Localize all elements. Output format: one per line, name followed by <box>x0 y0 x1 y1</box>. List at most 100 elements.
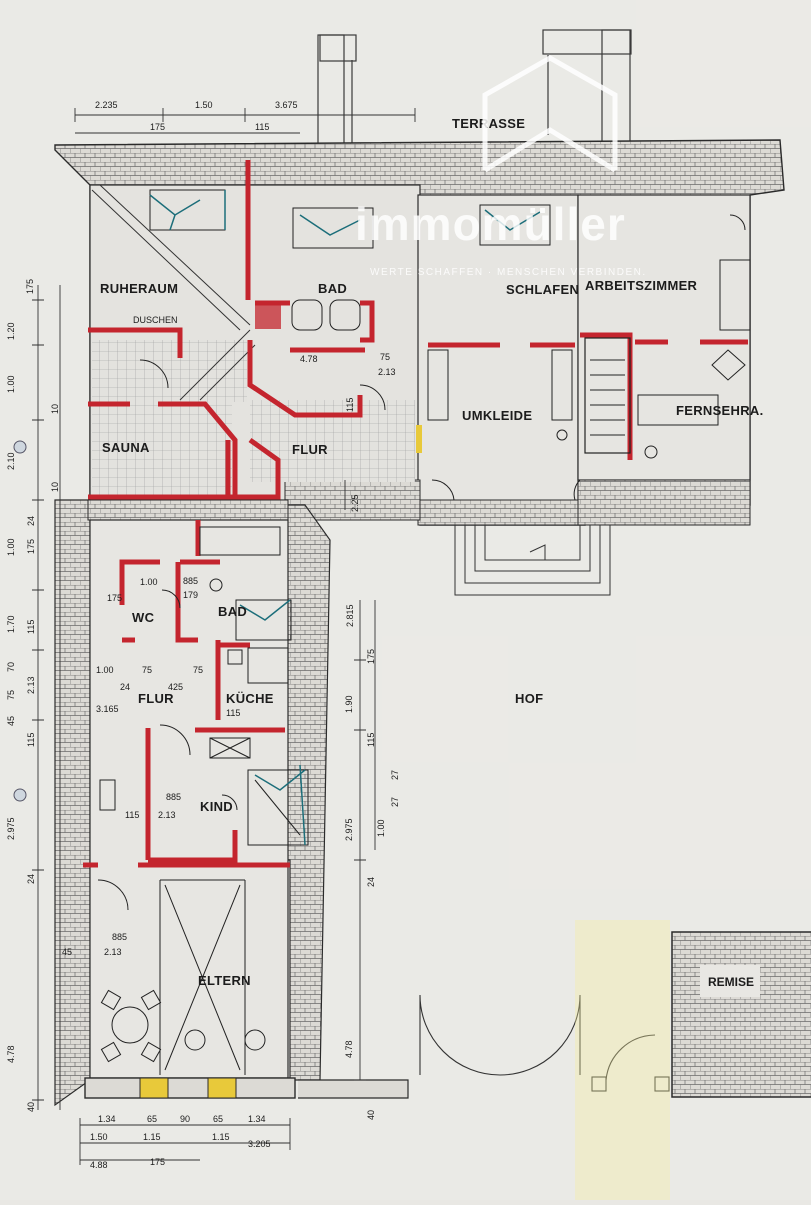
dim-label: 1.00 <box>376 819 386 837</box>
courtyard-gate <box>419 994 670 1092</box>
window-sketches-lower <box>239 599 306 846</box>
dim-label: 2.13 <box>158 810 176 820</box>
room-label-terrasse: TERRASSE <box>452 116 525 131</box>
room-label-eltern: ELTERN <box>198 973 251 988</box>
dim-label: 27 <box>390 797 400 807</box>
dim-label: 45 <box>6 716 16 726</box>
dim-label: 2.13 <box>104 947 122 957</box>
dim-label: 24 <box>26 874 36 884</box>
dim-label: 3.675 <box>275 100 298 110</box>
dim-label: 175 <box>150 1157 165 1167</box>
room-label-arbeitszimmer: ARBEITSZIMMER <box>585 278 698 293</box>
dim-label: 1.00 <box>6 538 16 556</box>
dim-label: 179 <box>183 590 198 600</box>
dim-label: 4.78 <box>344 1040 354 1058</box>
dim-label: 3.165 <box>96 704 119 714</box>
dim-label: 75 <box>142 665 152 675</box>
room-label-bad-small: BAD <box>218 604 247 619</box>
dim-label: 40 <box>26 1102 36 1112</box>
dim-label: 885 <box>112 932 127 942</box>
dim-label: 10 <box>50 482 60 492</box>
dim-label: 115 <box>345 398 355 412</box>
dim-label: 65 <box>147 1114 157 1124</box>
room-label-fernsehra: FERNSEHRA. <box>676 403 764 418</box>
dim-label: 115 <box>366 733 376 747</box>
remise-building <box>671 931 811 1098</box>
dim-label: 24 <box>366 877 376 887</box>
door-mark-yellow <box>416 425 422 453</box>
dim-label: 115 <box>226 708 240 718</box>
dim-label: 175 <box>25 279 35 294</box>
room-label-umkleide: UMKLEIDE <box>462 408 532 423</box>
dim-label: 1.70 <box>6 615 16 633</box>
dim-label: 4.88 <box>90 1160 108 1170</box>
diagonal-lines <box>91 184 256 401</box>
dim-label: 45 <box>62 947 72 957</box>
dim-label: 115 <box>26 733 36 747</box>
dim-label: 1.50 <box>90 1132 108 1142</box>
dim-label: 1.15 <box>143 1132 161 1142</box>
dim-label: 2.25 <box>350 494 360 512</box>
dim-label: 885 <box>183 576 198 586</box>
dim-label: 2.10 <box>6 452 16 470</box>
dim-label: 2.815 <box>345 604 355 627</box>
dim-label: 2.975 <box>6 817 16 840</box>
dimension-texts: 2.235 1.50 3.675 175 115 175 1.20 1.00 1… <box>6 100 400 1170</box>
dim-label: 1.34 <box>98 1114 116 1124</box>
room-label-flur-top: FLUR <box>292 442 328 457</box>
room-label-duschen: DUSCHEN <box>133 315 178 325</box>
dimension-lines <box>32 108 416 1165</box>
dim-label: 27 <box>390 770 400 780</box>
room-label-ruheraum: RUHERAUM <box>100 281 178 296</box>
dim-label: 2.13 <box>378 367 396 377</box>
dim-label: 4.78 <box>300 354 318 364</box>
room-label-flur-bottom: FLUR <box>138 691 174 706</box>
dim-label: 40 <box>366 1110 376 1120</box>
dim-label: 425 <box>168 682 183 692</box>
room-label-kuche: KÜCHE <box>226 691 274 706</box>
dim-label: 1.34 <box>248 1114 266 1124</box>
room-label-schlafen: SCHLAFEN <box>506 282 579 297</box>
room-label-bad-top: BAD <box>318 281 347 296</box>
dim-label: 1.50 <box>195 100 213 110</box>
room-label-wc: WC <box>132 610 155 625</box>
dim-label: 75 <box>193 665 203 675</box>
watermark-brand: immomüller <box>355 198 626 250</box>
dim-label: 175 <box>150 122 165 132</box>
dim-label: 65 <box>213 1114 223 1124</box>
dim-label: 115 <box>26 620 36 634</box>
dim-label: 175 <box>26 539 36 554</box>
dim-label: 175 <box>366 649 376 664</box>
room-label-sauna: SAUNA <box>102 440 150 455</box>
fixtures-upper <box>139 189 751 501</box>
dim-label: 10 <box>50 404 60 414</box>
highlight-strip <box>575 920 670 1200</box>
room-label-kind: KIND <box>200 799 233 814</box>
dim-label: 2.13 <box>26 676 36 694</box>
dim-label: 75 <box>6 690 16 700</box>
walls-lower <box>83 520 290 868</box>
dim-label: 1.00 <box>96 665 114 675</box>
bad-fixture-red <box>255 303 281 329</box>
room-label-remise: REMISE <box>708 975 754 989</box>
dim-label: 2.235 <box>95 100 118 110</box>
dim-label: 1.00 <box>6 375 16 393</box>
watermark: immomüller WERTE SCHAFFEN · MENSCHEN VER… <box>355 55 647 278</box>
dim-label: 115 <box>255 122 269 132</box>
dim-label: 885 <box>166 792 181 802</box>
binder-holes <box>13 440 27 802</box>
dim-label: 24 <box>26 516 36 526</box>
dim-label: 2.975 <box>344 818 354 841</box>
dim-label: 3.205 <box>248 1139 271 1149</box>
dim-label: 24 <box>120 682 130 692</box>
entry-steps <box>454 525 611 596</box>
lower-roof <box>54 499 409 1107</box>
dim-label: 4.78 <box>6 1045 16 1063</box>
watermark-tagline: WERTE SCHAFFEN · MENSCHEN VERBINDEN. <box>370 267 647 278</box>
dim-label: 175 <box>107 593 122 603</box>
tiled-floor <box>92 340 415 497</box>
dim-label: 1.15 <box>212 1132 230 1142</box>
window-sketches <box>149 190 541 236</box>
